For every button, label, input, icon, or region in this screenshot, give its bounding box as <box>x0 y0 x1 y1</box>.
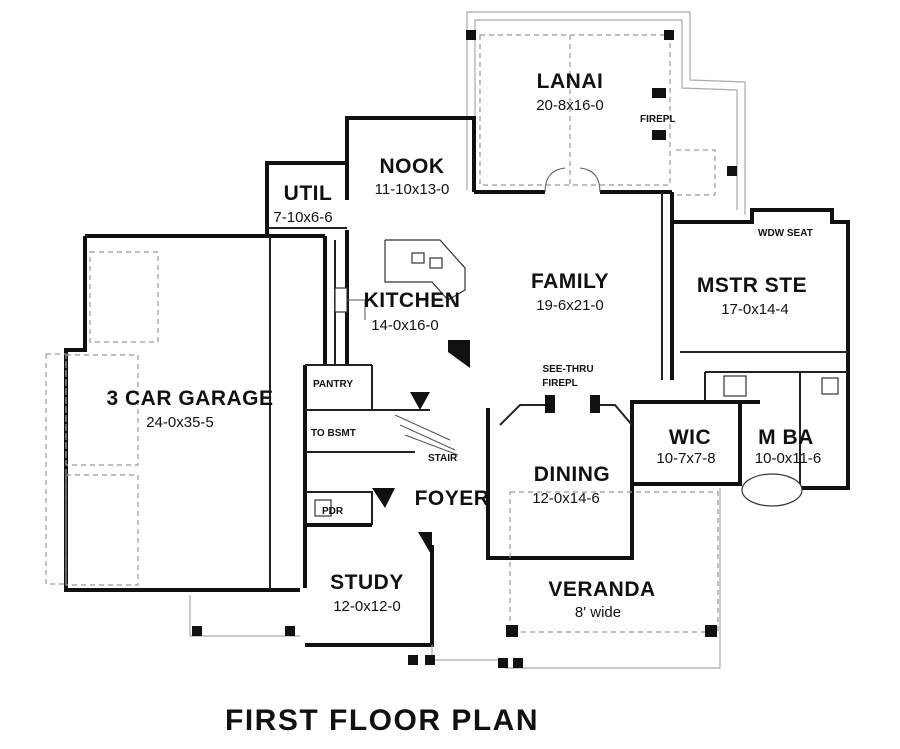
family-name: FAMILY <box>531 270 609 293</box>
room-lanai: LANAI 20-8x16-0 FIREPL <box>536 70 675 125</box>
garage-dims: 24-0x35-5 <box>146 414 214 431</box>
mstr-dims: 17-0x14-4 <box>721 301 789 318</box>
kitchen-dims: 14-0x16-0 <box>371 317 439 334</box>
util-name: UTIL <box>284 182 333 205</box>
to-bsmt-label: TO BSMT <box>311 428 356 439</box>
room-nook: NOOK 11-10x13-0 <box>375 155 450 198</box>
wic-dims: 10-7x7-8 <box>656 450 715 467</box>
lanai-fireplace-label: FIREPL <box>640 114 676 125</box>
room-util: UTIL 7-10x6-6 <box>273 182 332 226</box>
see-thru-label: SEE-THRU <box>542 364 593 375</box>
stair-label: STAIR <box>428 453 458 464</box>
study-dims: 12-0x12-0 <box>333 598 401 615</box>
room-master-suite: WDW SEAT MSTR STE 17-0x14-4 <box>697 228 813 318</box>
powder-label: PDR <box>322 506 344 517</box>
nook-name: NOOK <box>380 155 445 178</box>
plan-title: FIRST FLOOR PLAN <box>225 704 539 737</box>
room-kitchen: KITCHEN 14-0x16-0 <box>364 289 461 334</box>
veranda-structure <box>189 488 721 669</box>
room-family: FAMILY 19-6x21-0 <box>531 270 609 314</box>
garage-name: 3 CAR GARAGE <box>106 387 273 410</box>
lanai-dims: 20-8x16-0 <box>536 97 604 114</box>
room-misc-labels: SEE-THRU FIREPL PANTRY TO BSMT STAIR PDR <box>311 364 594 517</box>
lanai-name: LANAI <box>537 70 604 93</box>
room-dining: DINING 12-0x14-6 <box>532 463 610 507</box>
veranda-name: VERANDA <box>548 578 655 601</box>
foyer-name: FOYER <box>415 487 490 510</box>
mba-name: M BA <box>758 426 814 449</box>
room-veranda: VERANDA 8' wide <box>548 578 655 621</box>
lanai-structure <box>466 11 746 215</box>
fixtures <box>314 167 839 556</box>
study-name: STUDY <box>330 571 404 594</box>
family-dims: 19-6x21-0 <box>536 297 604 314</box>
room-master-bath: M BA 10-0x11-6 <box>755 426 821 467</box>
room-foyer: FOYER <box>415 487 490 510</box>
see-thru-fireplace-label: FIREPL <box>542 378 578 389</box>
room-garage: 3 CAR GARAGE 24-0x35-5 <box>106 387 273 431</box>
mba-dims: 10-0x11-6 <box>755 450 821 467</box>
kitchen-name: KITCHEN <box>364 289 461 312</box>
window-seat-label: WDW SEAT <box>758 228 813 239</box>
mstr-name: MSTR STE <box>697 274 807 297</box>
dining-name: DINING <box>534 463 611 486</box>
room-wic: WIC 10-7x7-8 <box>656 426 715 467</box>
walls <box>64 116 850 647</box>
room-study: STUDY 12-0x12-0 <box>330 571 404 615</box>
nook-dims: 11-10x13-0 <box>375 181 450 198</box>
pantry-label: PANTRY <box>313 379 353 390</box>
dining-dims: 12-0x14-6 <box>532 490 600 507</box>
util-dims: 7-10x6-6 <box>273 209 332 226</box>
veranda-dims: 8' wide <box>575 604 621 621</box>
garage-doors <box>45 251 159 586</box>
wic-name: WIC <box>669 426 711 449</box>
